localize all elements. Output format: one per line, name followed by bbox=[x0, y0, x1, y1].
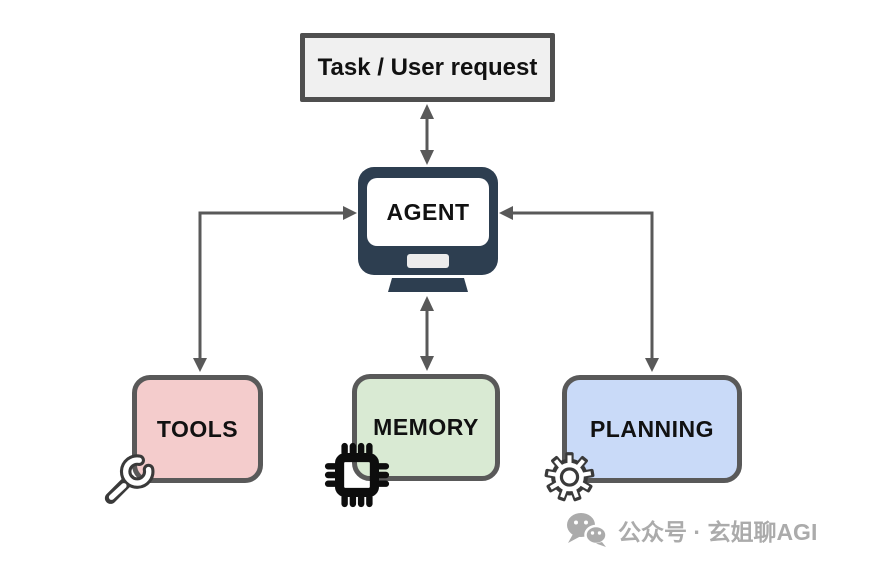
planning-label: PLANNING bbox=[589, 415, 715, 442]
arrow-task-agent bbox=[420, 104, 434, 165]
tools-node: TOOLS bbox=[132, 375, 263, 483]
watermark-text: 公众号 · 玄姐聊AGI bbox=[618, 519, 818, 545]
chip-icon bbox=[324, 442, 390, 508]
monitor-screen: AGENT bbox=[367, 178, 489, 246]
wrench-icon bbox=[104, 454, 155, 504]
task-user-request-label: Task / User request bbox=[317, 53, 538, 81]
agent-label: AGENT bbox=[386, 198, 470, 225]
arrow-agent-memory bbox=[420, 296, 434, 371]
arrow-agent-planning bbox=[499, 206, 659, 372]
planning-node: PLANNING bbox=[562, 375, 742, 483]
wechat-icon bbox=[567, 513, 608, 547]
tools-label: TOOLS bbox=[156, 415, 239, 442]
gear-icon bbox=[544, 452, 595, 502]
task-user-request-node: Task / User request bbox=[300, 33, 555, 102]
memory-label: MEMORY bbox=[373, 414, 479, 440]
monitor-button bbox=[407, 254, 449, 268]
arrow-agent-tools bbox=[193, 206, 357, 372]
watermark: 公众号 · 玄姐聊AGI bbox=[566, 510, 856, 550]
monitor-stand bbox=[388, 278, 468, 292]
